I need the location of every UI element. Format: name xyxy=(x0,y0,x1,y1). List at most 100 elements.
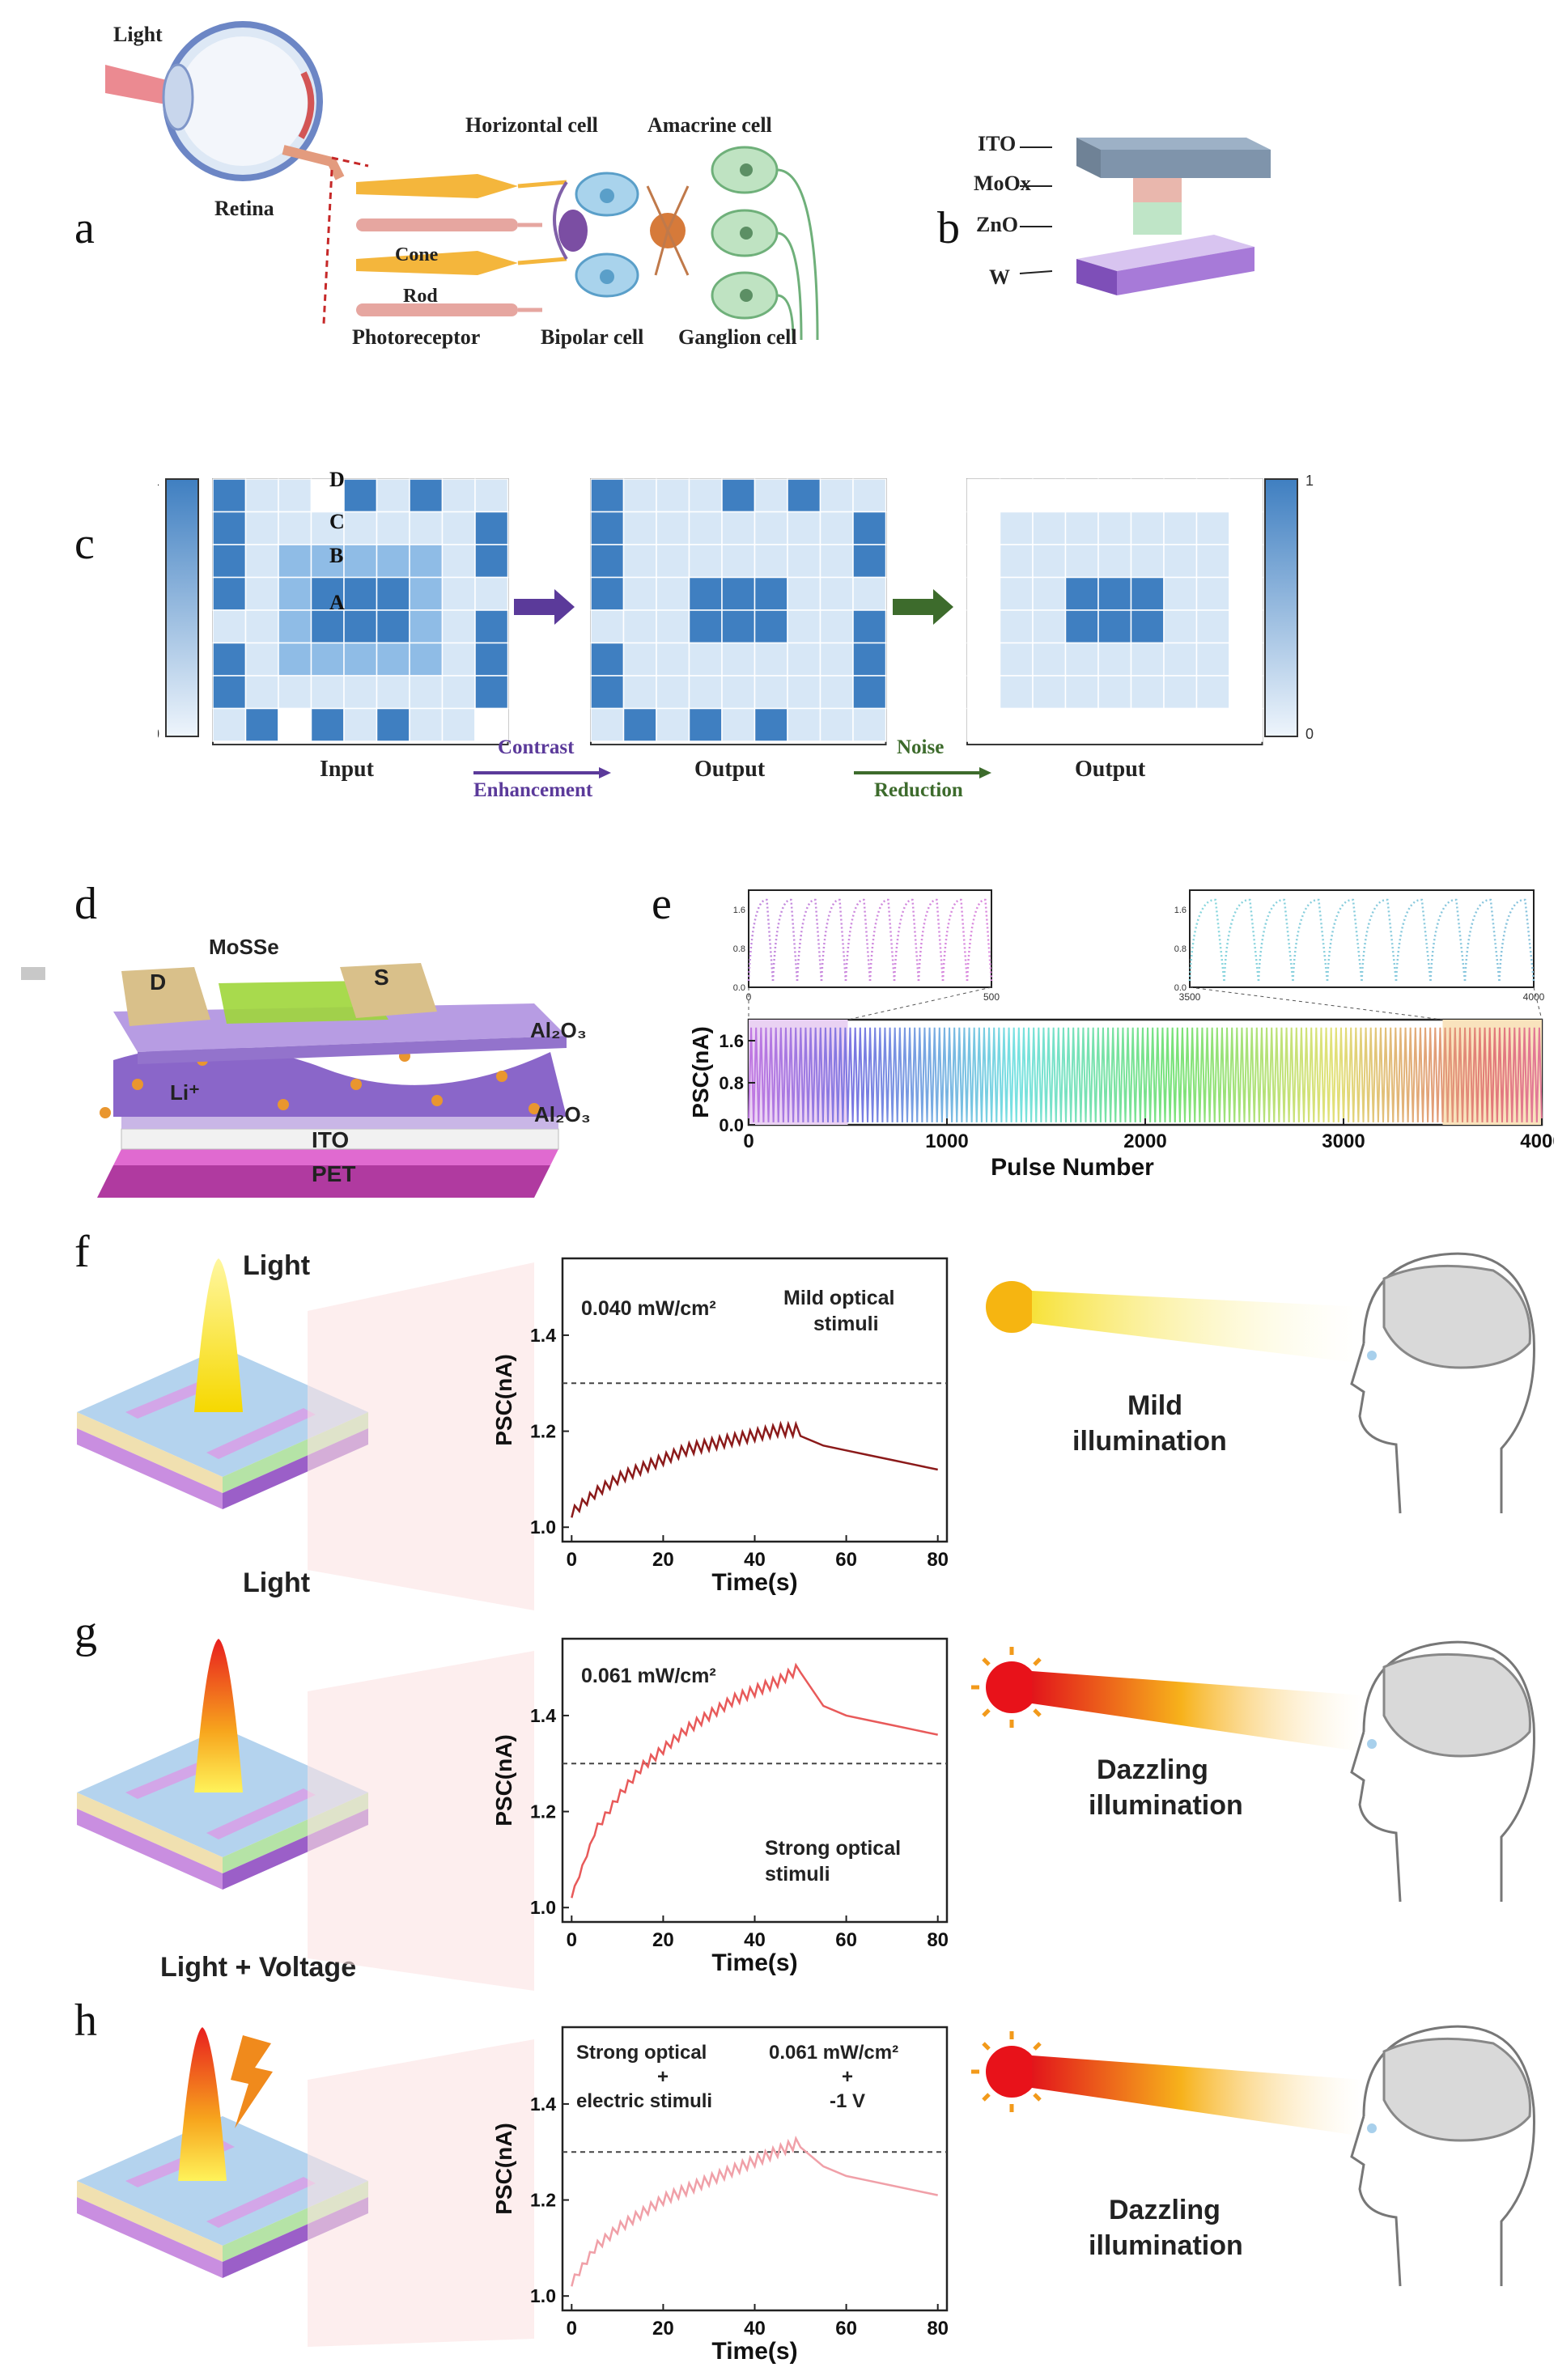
grid-cell xyxy=(212,675,247,710)
grid-cell xyxy=(787,707,821,742)
region-label-c: C xyxy=(329,510,345,533)
retina-diagram xyxy=(105,21,819,341)
pulse-trace xyxy=(936,1027,943,1122)
grid-cell xyxy=(754,544,788,579)
pulse-trace xyxy=(1377,1027,1384,1122)
al2o3-bottom-label: Al₂O₃ xyxy=(534,1102,591,1126)
voltage-bolt-icon xyxy=(231,2035,273,2128)
y-tick-label: 1.0 xyxy=(530,1897,556,1918)
grid-cell xyxy=(1229,478,1263,513)
grid-cell xyxy=(244,609,279,644)
grid-cell xyxy=(310,675,345,710)
horizontal-cells xyxy=(575,172,639,298)
grid-cell xyxy=(409,609,444,644)
pulse-trace xyxy=(1352,1027,1360,1122)
grid-cell xyxy=(278,707,312,742)
plot-area xyxy=(561,2026,949,2312)
y-tick-label: 1.6 xyxy=(719,1031,744,1051)
region-label-d: D xyxy=(329,468,345,491)
pulse-trace xyxy=(966,1027,973,1122)
grid-cell xyxy=(787,478,821,513)
grid-cell xyxy=(1130,576,1165,611)
pulse-trace xyxy=(986,1027,993,1122)
grid-cell xyxy=(310,478,345,513)
inset-trace xyxy=(917,898,945,982)
pulse-trace xyxy=(787,1027,795,1122)
colorbar-right xyxy=(1264,478,1298,737)
inset-trace xyxy=(820,898,847,982)
amacrine-cell-label: Amacrine cell xyxy=(647,113,772,137)
pulse-trace xyxy=(1065,1027,1072,1122)
pulse-trace xyxy=(921,1027,928,1122)
annotation-intensity-f: 0.040 mW/cm² xyxy=(581,1297,716,1320)
grid-cell xyxy=(852,642,887,677)
drain-electrode xyxy=(121,967,210,1026)
pulse-trace xyxy=(1258,1027,1265,1122)
pulse-trace xyxy=(1357,1027,1365,1122)
pulse-trace xyxy=(956,1027,963,1122)
grid-cell xyxy=(1130,707,1165,742)
pulse-trace xyxy=(1343,1027,1350,1122)
grid-cell xyxy=(622,511,657,545)
pulse-trace xyxy=(1035,1027,1042,1122)
pulse-trace xyxy=(867,1027,874,1122)
pulse-trace xyxy=(1253,1027,1260,1122)
inset-trace xyxy=(1223,898,1260,982)
grid-cell xyxy=(590,675,625,710)
pulse-trace xyxy=(1521,1027,1528,1122)
y-tick-label: 1.2 xyxy=(530,2190,556,2211)
pet-label: PET xyxy=(312,1161,356,1186)
brain-illustrations xyxy=(971,1252,1535,2287)
pulse-trace xyxy=(856,1027,864,1122)
pulse-trace xyxy=(931,1027,938,1122)
pulse-trace xyxy=(1476,1027,1484,1122)
head-icon-h xyxy=(1350,2025,1535,2287)
grid-cell xyxy=(1064,642,1099,677)
x-tick-label: 40 xyxy=(744,2318,766,2340)
pulse-trace xyxy=(1382,1027,1390,1122)
pulse-trace xyxy=(877,1027,884,1122)
pulse-trace xyxy=(1278,1027,1285,1122)
grid-cell xyxy=(1032,511,1067,545)
pulse-trace xyxy=(1204,1027,1211,1122)
pulse-trace xyxy=(1015,1027,1022,1122)
pulse-trace xyxy=(827,1027,834,1122)
grid-cell xyxy=(1195,478,1230,513)
pulse-trace xyxy=(872,1027,879,1122)
inset-y-tick-label: 1.6 xyxy=(733,906,745,915)
grid-cell xyxy=(819,642,854,677)
pulse-trace xyxy=(1268,1027,1276,1122)
y-tick-label: 1.2 xyxy=(530,1801,556,1822)
psc-trace xyxy=(571,1420,938,1518)
rod-label: Rod xyxy=(403,286,438,307)
mild-sun-icon xyxy=(986,1281,1038,1333)
pulse-trace xyxy=(1416,1027,1424,1122)
grid-cell xyxy=(1229,707,1263,742)
annotation-h-left-2: + xyxy=(657,2066,669,2088)
pulse-trace xyxy=(891,1027,898,1122)
grid-cell xyxy=(721,609,756,644)
grid-cell xyxy=(376,478,410,513)
svg-text:0: 0 xyxy=(158,726,159,742)
inset-trace xyxy=(868,898,896,982)
pulse-trace xyxy=(991,1027,998,1122)
inset-trace xyxy=(844,898,872,982)
electrolyte-layer xyxy=(113,1046,567,1117)
pulse-trace xyxy=(1099,1027,1106,1122)
pulse-trace xyxy=(1392,1027,1399,1122)
pulse-trace xyxy=(980,1027,987,1122)
w-label: W xyxy=(989,265,1010,289)
pulse-trace xyxy=(851,1027,859,1122)
grid-cell xyxy=(1097,642,1132,677)
grid-cell xyxy=(999,511,1034,545)
grid-cell xyxy=(966,511,1001,545)
grid-cell xyxy=(1097,544,1132,579)
grid-cell xyxy=(244,576,279,611)
pulse-trace xyxy=(772,1027,779,1122)
pulse-trace xyxy=(946,1027,953,1122)
grid-cell xyxy=(343,642,378,677)
pulse-trace xyxy=(767,1027,775,1122)
grid-cell xyxy=(852,544,887,579)
inset-trace xyxy=(1361,898,1398,982)
